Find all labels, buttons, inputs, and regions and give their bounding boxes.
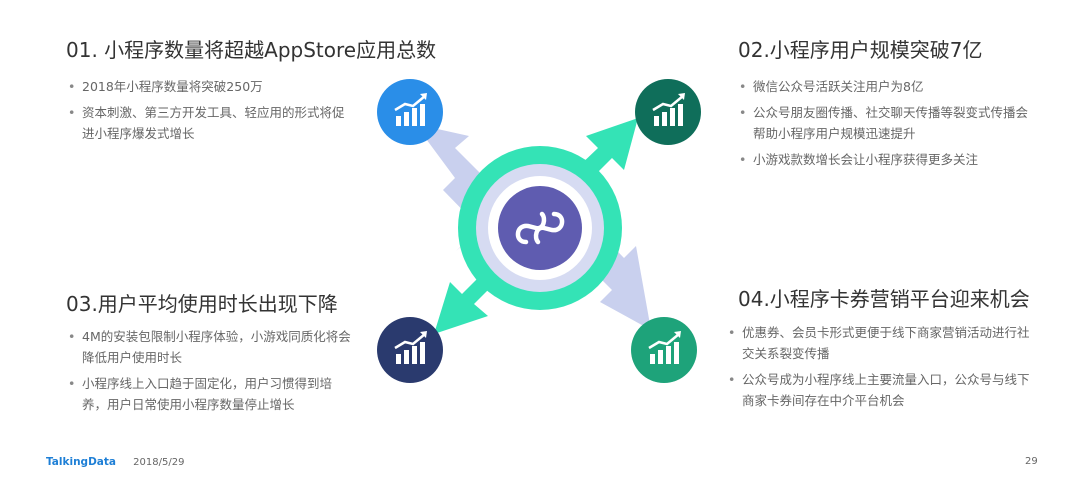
section-03-title: 03.用户平均使用时长出现下降 xyxy=(66,292,338,316)
section-04-bullet-1: 优惠券、会员卡形式更便于线下商家营销活动进行社交关系裂变传播 xyxy=(728,322,1038,364)
growth-chart-icon xyxy=(631,317,697,383)
section-04-bullet-2: 公众号成为小程序线上主要流量入口，公众号与线下商家卡券间存在中介平台机会 xyxy=(728,369,1038,411)
footer-date: 2018/5/29 xyxy=(133,457,185,468)
section-04-bullets: 优惠券、会员卡形式更便于线下商家营销活动进行社交关系裂变传播 公众号成为小程序线… xyxy=(728,322,1038,416)
arrow-to-bottom-left xyxy=(434,256,512,334)
mini-program-logo-glyph xyxy=(515,211,565,245)
arrow-teal-bottom-left xyxy=(434,256,512,334)
section-01-bullets: 2018年小程序数量将突破250万 资本刺激、第三方开发工具、轻应用的形式将促进… xyxy=(68,76,348,149)
section-01-bullet-2: 资本刺激、第三方开发工具、轻应用的形式将促进小程序爆发式增长 xyxy=(68,102,348,144)
section-02-bullet-1: 微信公众号活跃关注用户为8亿 xyxy=(739,76,1034,97)
growth-chart-icon xyxy=(377,79,443,145)
section-03-bullet-1: 4M的安装包限制小程序体验，小游戏同质化将会降低用户使用时长 xyxy=(68,326,353,368)
section-01-bullet-1: 2018年小程序数量将突破250万 xyxy=(68,76,348,97)
central-diagram xyxy=(377,79,701,383)
brand-logo: TalkingData xyxy=(46,456,116,468)
section-04-title: 04.小程序卡券营销平台迎来机会 xyxy=(738,287,1030,311)
section-02-bullet-3: 小游戏款数增长会让小程序获得更多关注 xyxy=(739,149,1034,170)
page-number: 29 xyxy=(1025,456,1038,467)
section-02-bullets: 微信公众号活跃关注用户为8亿 公众号朋友圈传播、社交聊天传播等裂变式传播会帮助小… xyxy=(739,76,1034,175)
growth-chart-icon xyxy=(635,79,701,145)
section-02-bullet-2: 公众号朋友圈传播、社交聊天传播等裂变式传播会帮助小程序用户规模迅速提升 xyxy=(739,102,1034,144)
growth-chart-icon xyxy=(377,317,443,383)
section-03-bullets: 4M的安装包限制小程序体验，小游戏同质化将会降低用户使用时长 小程序线上入口趋于… xyxy=(68,326,353,420)
section-03-bullet-2: 小程序线上入口趋于固定化，用户习惯得到培养，用户日常使用小程序数量停止增长 xyxy=(68,373,353,415)
section-01-title: 01. 小程序数量将超越AppStore应用总数 xyxy=(66,38,437,62)
footer: TalkingData 2018/5/29 xyxy=(46,456,184,468)
section-02-title: 02.小程序用户规模突破7亿 xyxy=(738,38,983,62)
